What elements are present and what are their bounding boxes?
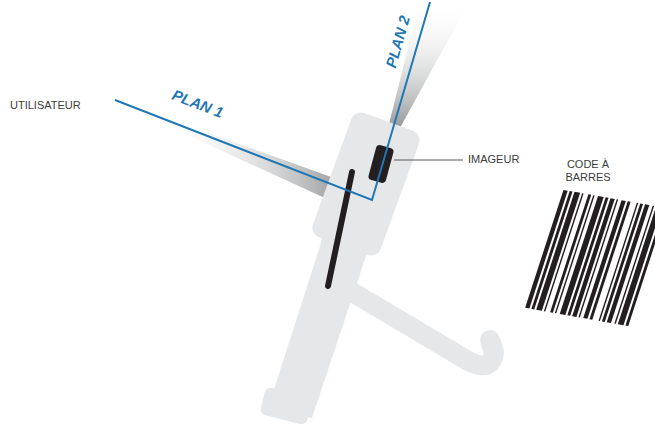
part-label: CODE À BARRES [556,158,620,183]
plane-label: PLAN 1 [170,86,226,121]
barcode-bar [599,203,639,321]
trigger-guard [352,292,494,365]
user-label: UTILISATEUR [10,99,81,112]
barcode-bar [618,206,655,325]
leader-line [394,160,463,161]
display-bar [328,172,352,286]
barcode-bar [625,208,655,326]
barcode-bar [531,191,572,309]
imager-block [368,144,395,183]
scanner-head [310,110,423,259]
scanner-handle [259,387,312,426]
plane-line [115,2,430,200]
barcode-bar [544,193,584,311]
barcode-bar [567,197,608,315]
barcode-symbol [525,190,655,326]
barcode-bar [602,203,643,321]
part-label: IMAGEUR [468,153,519,166]
